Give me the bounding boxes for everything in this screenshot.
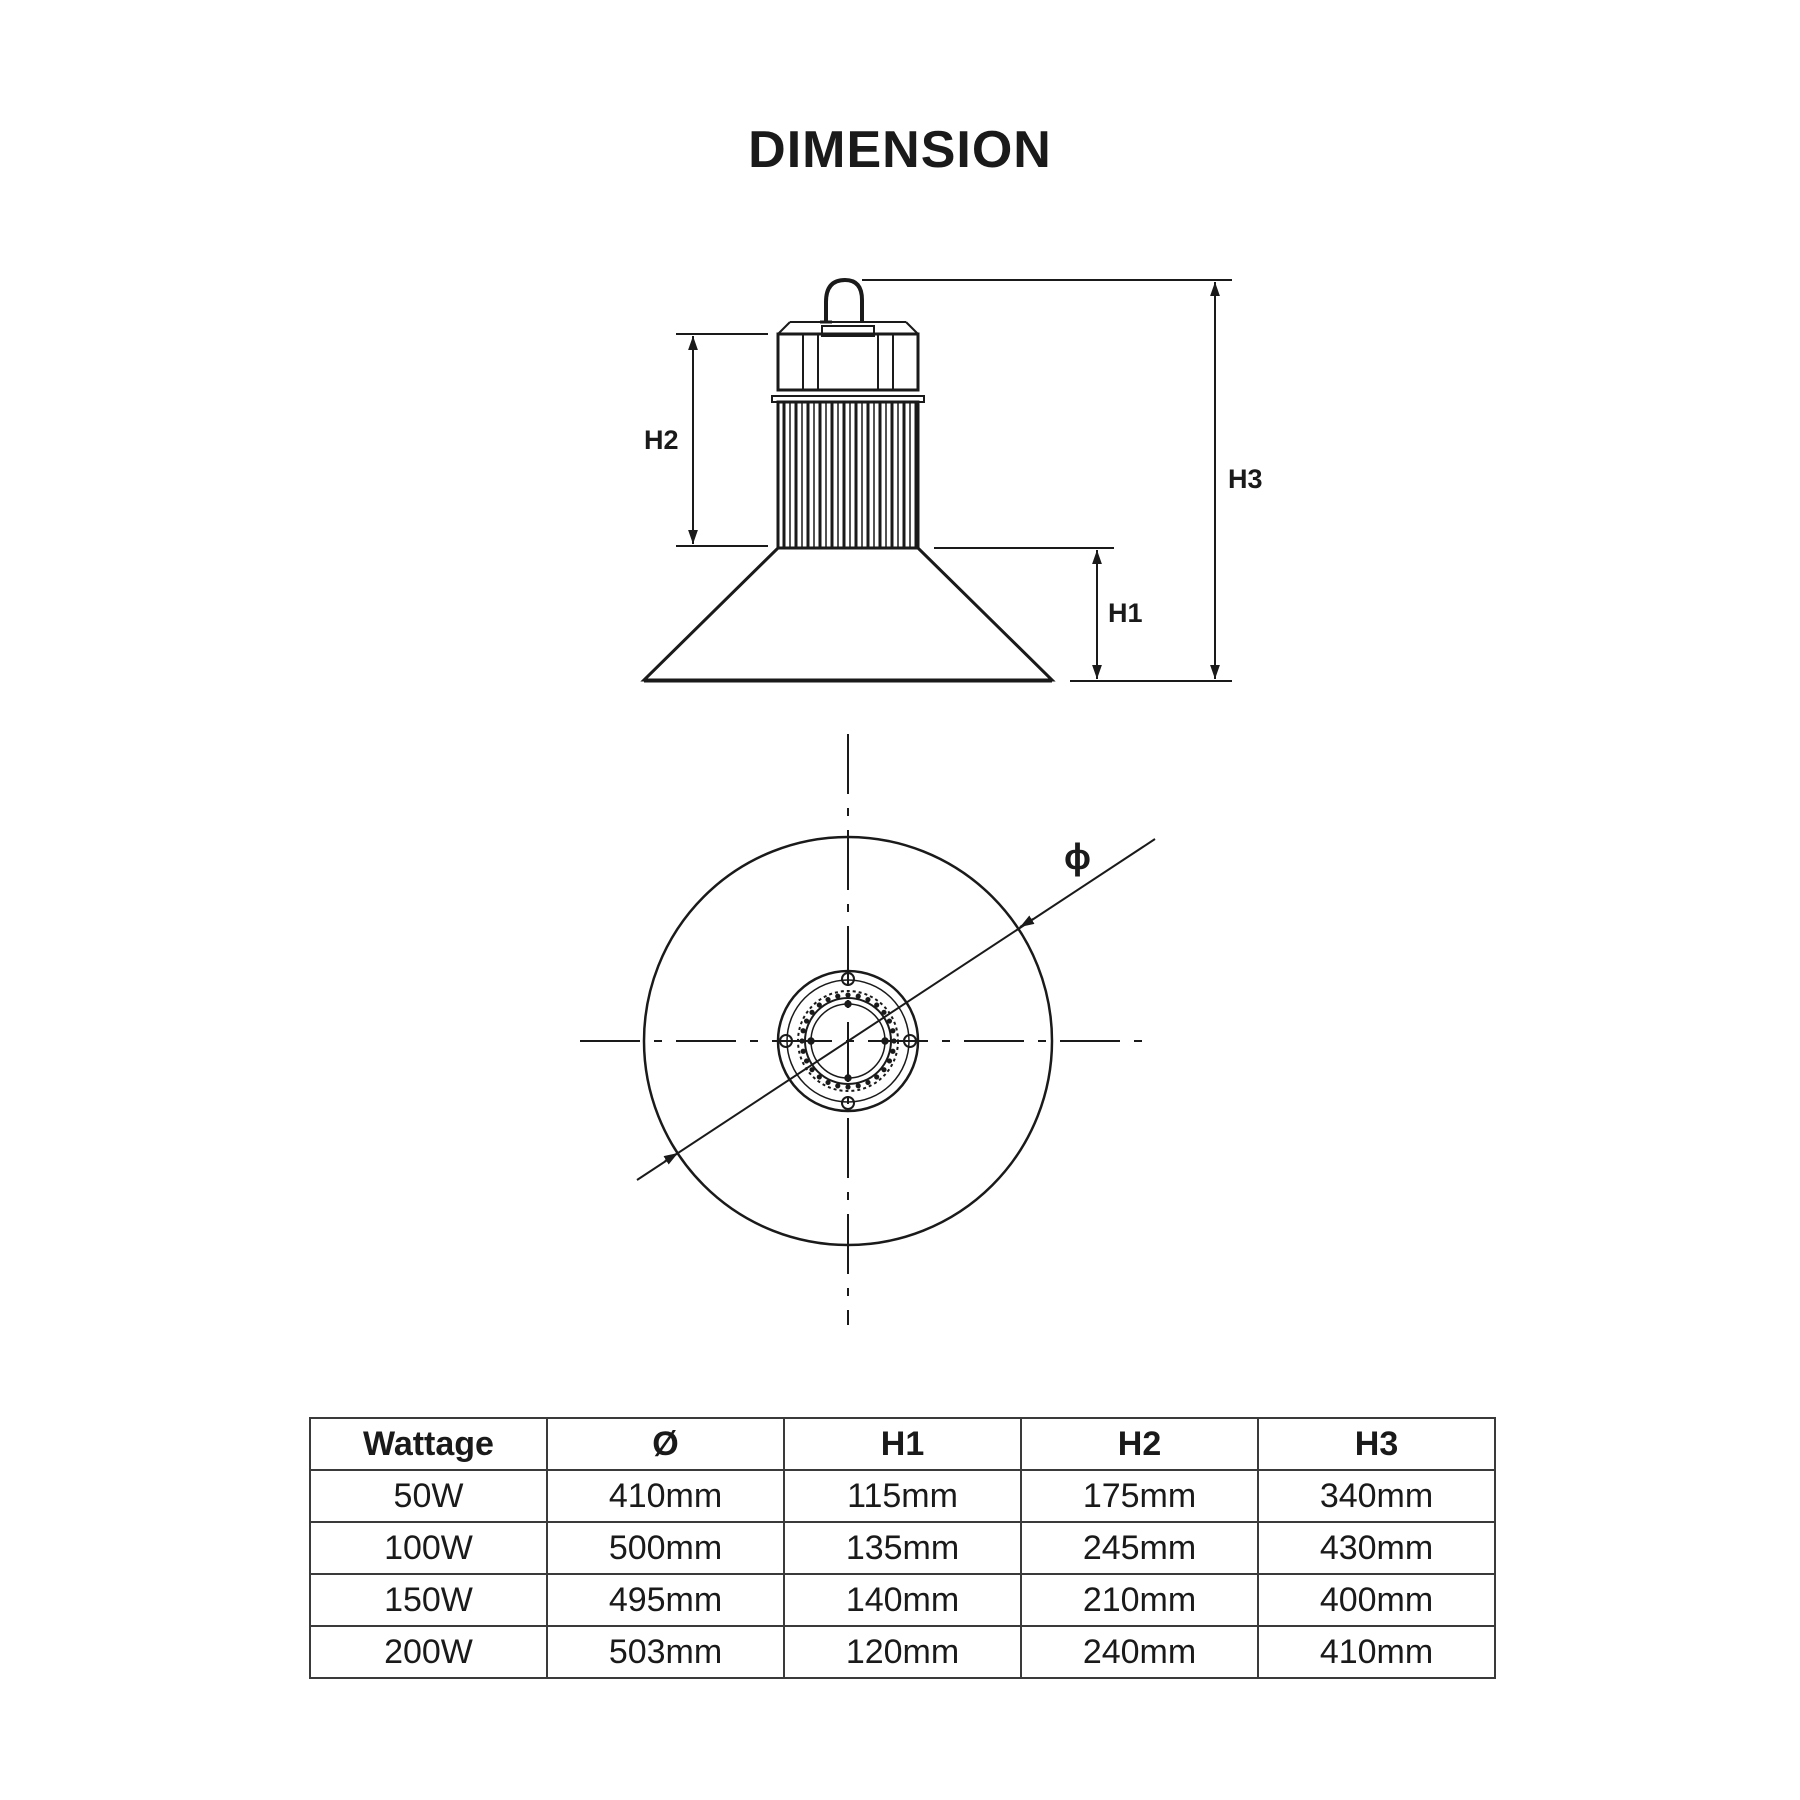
table-cell: 150W bbox=[309, 1573, 548, 1627]
table-cell: 100W bbox=[309, 1521, 548, 1575]
header-h2: H2 bbox=[1020, 1417, 1259, 1471]
side-view bbox=[640, 277, 1056, 683]
mount-point bbox=[844, 1000, 852, 1008]
led-bead bbox=[890, 1028, 896, 1034]
led-module bbox=[776, 969, 920, 1113]
led-bead bbox=[886, 1018, 893, 1024]
header-wattage: Wattage bbox=[309, 1417, 548, 1471]
led-bead bbox=[803, 1018, 810, 1024]
hook-icon bbox=[824, 277, 864, 322]
led-bead bbox=[800, 1028, 806, 1034]
led-bead bbox=[825, 1079, 831, 1086]
table-cell: 120mm bbox=[783, 1625, 1022, 1679]
led-bead bbox=[816, 1074, 822, 1080]
reflector-cone bbox=[640, 546, 1056, 682]
led-bead bbox=[881, 1067, 887, 1073]
table-row: 200W 503mm 120mm 240mm 410mm bbox=[309, 1625, 1496, 1679]
mount-point bbox=[807, 1037, 815, 1045]
led-bead bbox=[803, 1058, 810, 1064]
reflector-outline bbox=[642, 835, 1054, 1247]
h3-label: H3 bbox=[1228, 464, 1263, 494]
table-cell: 115mm bbox=[783, 1469, 1022, 1523]
table-cell: 410mm bbox=[546, 1469, 785, 1523]
h1-label: H1 bbox=[1108, 598, 1143, 628]
table-cell: 340mm bbox=[1257, 1469, 1496, 1523]
led-bead bbox=[816, 1002, 822, 1008]
dimension-table: Wattage Ø H1 H2 H3 50W 410mm 115mm 175mm… bbox=[309, 1417, 1496, 1679]
led-bead bbox=[809, 1067, 815, 1073]
table-cell: 400mm bbox=[1257, 1573, 1496, 1627]
led-bead bbox=[874, 1074, 880, 1080]
led-bead bbox=[835, 1083, 841, 1089]
led-bead bbox=[845, 992, 851, 998]
led-bead bbox=[865, 996, 871, 1003]
bottom-view bbox=[580, 734, 1156, 1325]
header-h3: H3 bbox=[1257, 1417, 1496, 1471]
led-bead bbox=[855, 993, 861, 999]
table-cell: 200W bbox=[309, 1625, 548, 1679]
table-cell: 140mm bbox=[783, 1573, 1022, 1627]
screw-icon bbox=[841, 1096, 855, 1110]
table-cell: 135mm bbox=[783, 1521, 1022, 1575]
diameter-line bbox=[636, 838, 1156, 1181]
screw-icon bbox=[903, 1034, 917, 1048]
led-bead bbox=[835, 993, 841, 999]
led-bead bbox=[799, 1038, 805, 1044]
driver-housing bbox=[771, 321, 925, 403]
table-cell: 240mm bbox=[1020, 1625, 1259, 1679]
table-cell: 503mm bbox=[546, 1625, 785, 1679]
screw-icon bbox=[841, 972, 855, 986]
table-row: 150W 495mm 140mm 210mm 400mm bbox=[309, 1573, 1496, 1627]
dimension-lines bbox=[676, 279, 1232, 682]
led-bead bbox=[890, 1048, 896, 1054]
mount-point bbox=[844, 1074, 852, 1082]
led-bead bbox=[891, 1038, 897, 1044]
led-bead bbox=[855, 1083, 861, 1089]
led-bead bbox=[825, 996, 831, 1003]
table-cell: 430mm bbox=[1257, 1521, 1496, 1575]
table-row: 100W 500mm 135mm 245mm 430mm bbox=[309, 1521, 1496, 1575]
table-cell: 245mm bbox=[1020, 1521, 1259, 1575]
table-cell: 410mm bbox=[1257, 1625, 1496, 1679]
led-bead bbox=[845, 1084, 851, 1090]
header-diameter: Ø bbox=[546, 1417, 785, 1471]
header-h1: H1 bbox=[783, 1417, 1022, 1471]
led-bead bbox=[874, 1002, 880, 1008]
table-cell: 175mm bbox=[1020, 1469, 1259, 1523]
table-header-row: Wattage Ø H1 H2 H3 bbox=[309, 1417, 1496, 1471]
table-cell: 495mm bbox=[546, 1573, 785, 1627]
led-bead bbox=[881, 1009, 887, 1015]
screw-icon bbox=[779, 1034, 793, 1048]
table-cell: 500mm bbox=[546, 1521, 785, 1575]
led-bead bbox=[809, 1009, 815, 1015]
heat-sink bbox=[776, 400, 920, 550]
h2-label: H2 bbox=[644, 425, 679, 455]
led-bead bbox=[886, 1058, 893, 1064]
table-row: 50W 410mm 115mm 175mm 340mm bbox=[309, 1469, 1496, 1523]
page-title: DIMENSION bbox=[748, 121, 1052, 179]
led-bead bbox=[865, 1079, 871, 1086]
mount-point bbox=[881, 1037, 889, 1045]
table-cell: 50W bbox=[309, 1469, 548, 1523]
table-cell: 210mm bbox=[1020, 1573, 1259, 1627]
diameter-symbol-icon: ϕ bbox=[1064, 836, 1091, 877]
led-bead bbox=[800, 1048, 806, 1054]
